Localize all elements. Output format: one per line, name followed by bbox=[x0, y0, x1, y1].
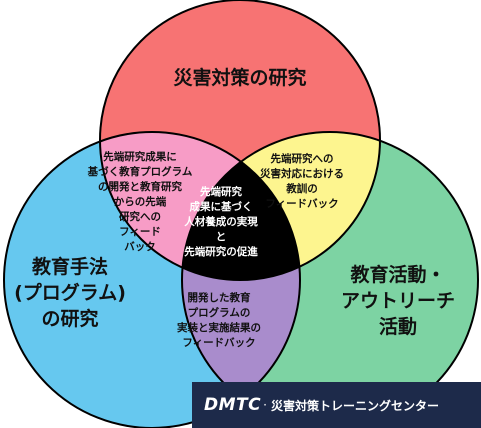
label-line: (プログラム) bbox=[14, 281, 126, 304]
label-line: アウトリーチ bbox=[341, 290, 455, 312]
label-line: 先端研究の促進 bbox=[184, 245, 258, 258]
label-education-outreach: 教育活動・アウトリーチ活動 bbox=[341, 263, 455, 338]
label-line: 実装と実施結果の bbox=[177, 321, 261, 334]
label-disaster-research: 災害対策の研究 bbox=[173, 66, 306, 89]
label-line: 先端研究成果に bbox=[103, 150, 177, 163]
label-line: 開発した教育 bbox=[188, 291, 251, 304]
label-line: 人材養成の実現 bbox=[184, 215, 258, 228]
banner-center-name: 災害対策トレーニングセンター bbox=[270, 398, 439, 413]
label-overlap-left-right: 開発した教育プログラムの実装と実施結果のフィードバック bbox=[177, 291, 261, 349]
label-line: と bbox=[216, 231, 227, 243]
label-line: バック bbox=[124, 241, 156, 253]
label-line: 先端研究 bbox=[200, 185, 242, 198]
label-line: の研究 bbox=[41, 307, 98, 330]
label-overlap-center: 先端研究成果に基づく人材養成の実現と先端研究の促進 bbox=[184, 185, 258, 258]
label-line: 災害対応における bbox=[260, 167, 344, 180]
label-line: プログラムの bbox=[188, 306, 251, 319]
label-line: 成果に基づく bbox=[190, 200, 253, 213]
label-line: フィード bbox=[119, 226, 161, 238]
label-line: フィードバック bbox=[265, 198, 338, 210]
banner-separator: · bbox=[263, 398, 267, 412]
label-line: 基づく教育プログラム bbox=[87, 165, 193, 178]
label-line: 災害対策の研究 bbox=[173, 66, 306, 89]
label-line: 先端研究への bbox=[271, 152, 334, 165]
overlap-center bbox=[182, 132, 300, 280]
dmtc-banner: DMTC · 災害対策トレーニングセンター bbox=[192, 382, 481, 428]
label-line: フィードバック bbox=[182, 337, 255, 349]
label-line: 研究への bbox=[119, 210, 161, 223]
label-line: 活動 bbox=[379, 315, 417, 338]
label-line: からの先端 bbox=[114, 195, 167, 208]
label-overlap-top-right: 先端研究への災害対応における教訓のフィードバック bbox=[260, 152, 344, 210]
label-overlap-top-left: 先端研究成果に基づく教育プログラムの開発と教育研究からの先端研究へのフィードバッ… bbox=[87, 150, 193, 253]
label-education-method-research: 教育手法 (プログラム) の研究 bbox=[14, 255, 126, 330]
label-line: の開発と教育研究 bbox=[98, 180, 182, 193]
dmtc-logo: DMTC bbox=[204, 395, 262, 415]
label-line: 教育手法 bbox=[32, 255, 108, 278]
label-line: 教育活動・ bbox=[350, 263, 445, 286]
label-line: 教訓の bbox=[285, 182, 318, 195]
